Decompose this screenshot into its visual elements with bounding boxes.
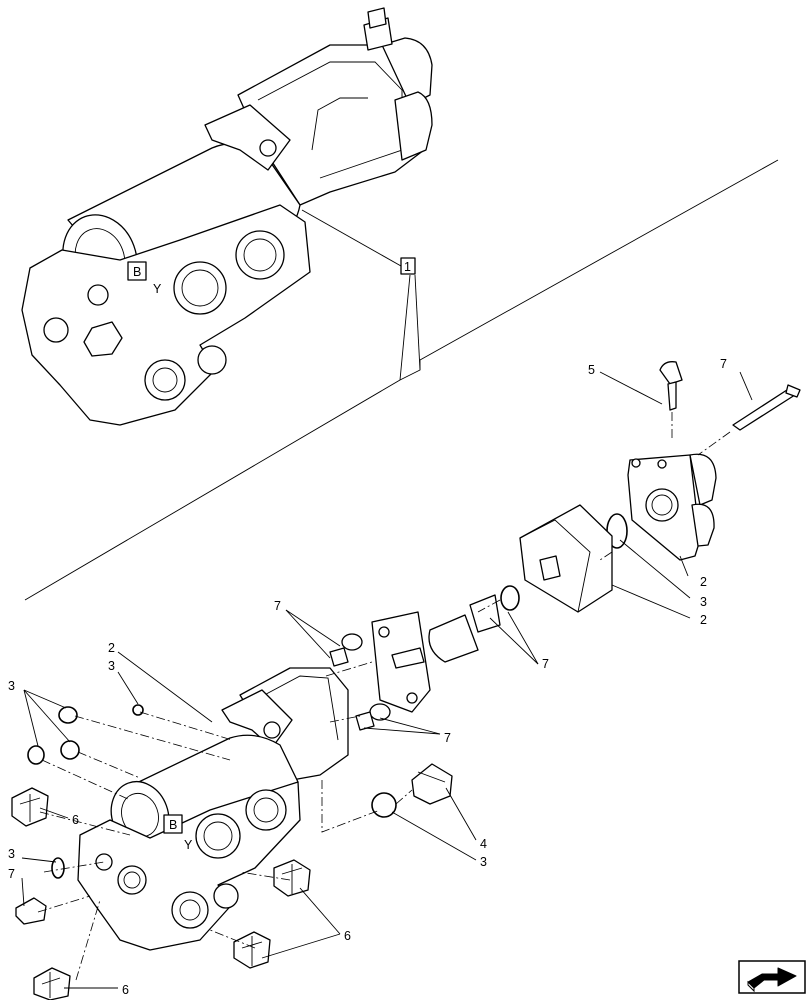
leader-lines — [21, 371, 753, 989]
callout-6-right: 6 — [344, 929, 351, 943]
callout-3-right-ring: 3 — [480, 855, 487, 869]
plugs-6 — [11, 787, 311, 1000]
callout-2-cartridge: 2 — [700, 613, 707, 627]
callout-labels: 5 7 2 3 2 7 7 7 2 3 3 6 3 7 4 3 6 6 — [8, 357, 727, 997]
callout-2-flange: 2 — [700, 575, 707, 589]
navigation-arrow-icon — [738, 960, 806, 994]
port-b-marking-upper: B — [133, 265, 141, 279]
callout-4: 4 — [480, 837, 487, 851]
assembly-callout-label: 1 — [404, 260, 411, 274]
callout-7-small-plug: 7 — [8, 867, 15, 881]
callout-3-o-rings: 3 — [8, 679, 15, 693]
plug-4 — [411, 763, 453, 805]
washers-nuts — [329, 633, 391, 731]
callout-7-spool: 7 — [542, 657, 549, 671]
callout-7-washers-upper: 7 — [274, 599, 281, 613]
o-rings-lower — [27, 704, 397, 879]
long-bolt-7 — [697, 384, 801, 456]
screw-5 — [659, 361, 683, 440]
callout-3-flange-ring: 3 — [700, 595, 707, 609]
navigation-button[interactable] — [738, 960, 806, 994]
valve-assembly-upper: B Y 1 — [21, 7, 433, 426]
flange-cover — [627, 453, 717, 561]
centerlines — [37, 551, 613, 981]
callout-7-bolt: 7 — [720, 357, 727, 371]
valve-body-lower: B Y — [77, 667, 349, 951]
port-y-marking-upper: Y — [153, 282, 162, 296]
port-b-marking-lower: B — [169, 818, 177, 832]
port-y-marking-lower: Y — [184, 838, 193, 852]
callout-6-upper-left: 6 — [72, 813, 79, 827]
callout-3-left-ring: 3 — [8, 847, 15, 861]
callout-5: 5 — [588, 363, 595, 377]
callout-3-small-ring: 3 — [108, 659, 115, 673]
callout-6-bottom: 6 — [122, 983, 129, 997]
spool-parts — [371, 585, 520, 713]
callout-2-body: 2 — [108, 641, 115, 655]
callout-7-washers-lower: 7 — [444, 731, 451, 745]
break-line — [24, 159, 779, 601]
valve-cartridge-2 — [519, 504, 613, 613]
